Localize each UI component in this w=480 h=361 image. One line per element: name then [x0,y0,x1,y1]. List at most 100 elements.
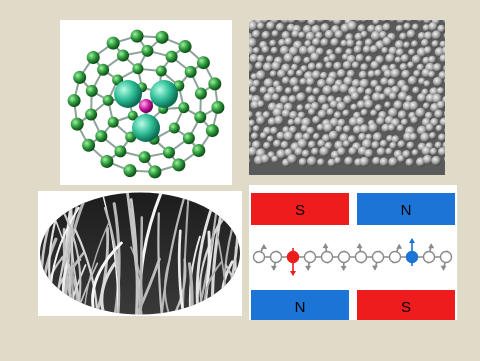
nanoparticle [416,20,425,23]
nanoparticle [296,104,304,112]
nanowire [157,212,163,315]
nanoparticle [443,78,445,84]
nanoparticle [320,71,328,80]
nanoparticle [428,55,437,64]
nanoparticle [316,123,325,132]
nanoparticle [369,45,379,54]
carbon-atom [141,44,154,57]
nanoparticle [255,70,267,81]
nanoparticle [329,100,339,109]
nanoparticle [422,154,433,165]
nanoparticle [438,133,445,142]
nanoparticle [335,125,343,133]
nanoparticle [280,95,290,105]
nanoparticle [284,37,293,46]
nanoparticle [397,140,406,149]
scandium-atom [150,80,178,108]
nanoparticle [443,64,445,73]
nanoparticle [342,125,352,134]
nanoparticle [364,88,373,96]
nanoparticle [409,133,418,142]
carbon-atom [97,63,110,76]
nanoparticle [260,154,271,164]
nanoparticle [312,87,321,96]
nanoparticle [266,135,274,143]
nanoparticle [298,45,309,56]
nanoparticle [355,53,365,63]
nanoparticle [350,103,358,112]
nanoparticle [432,76,443,87]
nanoparticle [297,138,308,150]
nanoparticle [403,41,411,49]
nanoparticle [276,131,286,141]
nanoparticle [271,155,279,163]
pole-label-top-right: N [401,202,412,219]
nanoparticle [374,104,383,112]
nanoparticle [269,39,277,47]
pole-label-top-left: S [295,202,305,219]
nanoparticle [359,78,370,89]
nanoparticle [385,53,396,64]
nanoparticle [348,117,359,127]
nanoparticle [299,78,308,86]
nanoparticle [376,147,386,157]
nanoparticle [333,111,342,120]
nanoparticle [362,45,372,54]
nanoparticle [442,20,445,24]
nanoparticle [411,54,422,65]
spin-arrowhead [396,243,403,249]
carbon-atom [168,122,180,134]
nanoparticle [389,141,397,150]
nanoparticle [304,40,312,48]
carbon-atom [82,138,96,152]
nanoparticle [388,46,398,56]
magnet-pole-bottom-left [251,290,349,320]
nanoparticle [431,40,440,48]
nanoparticle [431,30,442,41]
nanoparticle [308,108,316,116]
carbon-atom [67,94,81,108]
nanoparticle [353,45,363,54]
magnet-pole-top-right [357,193,455,225]
nanoparticle [444,156,445,162]
nanoparticle [271,30,279,38]
nanoparticle [312,115,321,125]
nanoparticle [374,69,382,78]
spin-site [337,250,351,264]
nanoparticle [411,40,419,48]
nanoparticle [439,117,445,127]
nanoparticle [281,76,291,85]
nanoparticle [423,31,433,41]
nanoparticle [406,20,413,23]
nanoparticle [358,70,368,80]
nanoparticle [387,78,396,87]
nanoparticle [283,53,294,64]
nanoparticle [280,140,289,150]
nanoparticle [316,20,326,24]
nanoparticle [372,156,381,166]
nanoparticle [367,24,376,34]
carbon-atom [211,100,225,114]
nanoparticle [384,101,392,109]
nanoparticle [399,32,408,41]
nanoparticle [276,149,287,160]
nanowire [181,192,190,315]
nanoparticle [347,135,357,144]
nanoparticle [312,132,321,141]
nanoparticle [416,63,425,72]
carbon-atom [85,108,98,121]
nanoparticle [249,140,252,149]
nanoparticle [333,61,343,71]
carbon-atom [132,63,144,75]
carbon-atom [100,154,114,168]
nanowire [139,216,144,315]
nanoparticle [431,155,442,166]
scandium-atom [114,80,142,108]
nanoparticle [347,20,358,32]
nanoparticle [364,38,374,47]
nanoparticle [249,37,258,49]
nanoparticle [293,116,303,126]
nanoparticle [388,92,398,101]
nanoparticle [269,70,278,78]
nanoparticle [396,20,406,25]
